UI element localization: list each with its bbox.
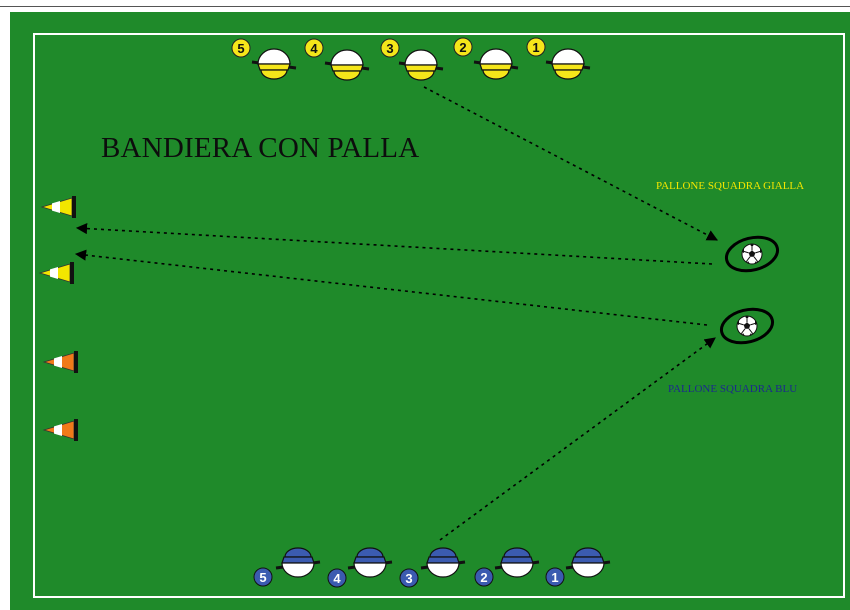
cone-yellow-1: [40, 196, 76, 218]
pitch: [10, 12, 850, 610]
blue-number-badge: 2: [474, 567, 494, 587]
svg-text:1: 1: [532, 40, 539, 55]
cone-orange-2: [42, 419, 78, 441]
blue-ball-label: PALLONE SQUADRA BLU: [668, 383, 798, 395]
yellow-player-2: [473, 48, 519, 80]
pitch-boundary: [33, 33, 845, 598]
yellow-number-badge: 1: [526, 37, 546, 57]
arrow-blue-ball-to-cone: [74, 249, 708, 326]
svg-text:5: 5: [259, 570, 266, 585]
blue-number-badge: 1: [545, 567, 565, 587]
yellow-ball-label: PALLONE SQUADRA GIALLA: [656, 180, 805, 192]
arrow-blue-player-to-ball: [439, 337, 716, 541]
ball-yellow-team: [724, 235, 780, 273]
yellow-number-badge: 5: [231, 38, 251, 58]
blue-player-3: [420, 547, 466, 578]
yellow-number-badge: 3: [380, 38, 400, 58]
svg-text:3: 3: [386, 41, 393, 56]
svg-text:2: 2: [459, 40, 466, 55]
svg-text:4: 4: [310, 41, 318, 56]
yellow-player-5: [251, 48, 297, 80]
blue-player-1: [565, 547, 611, 578]
blue-number-badge: 4: [327, 568, 347, 588]
arrow-yellow-ball-to-cone: [75, 222, 713, 265]
yellow-player-4: [324, 49, 370, 81]
yellow-player-1: [545, 48, 591, 80]
cone-orange-1: [42, 351, 78, 373]
yellow-number-badge: 4: [304, 38, 324, 58]
blue-player-5: [275, 547, 321, 578]
blue-number-badge: 3: [399, 568, 419, 588]
svg-text:4: 4: [333, 571, 341, 586]
yellow-number-badge: 2: [453, 37, 473, 57]
drill-title: BANDIERA CON PALLA: [101, 132, 420, 164]
yellow-player-3: [398, 49, 444, 81]
svg-text:2: 2: [480, 570, 487, 585]
svg-text:5: 5: [237, 41, 244, 56]
top-border-line: [0, 6, 850, 7]
ball-blue-team: [719, 307, 775, 345]
cone-yellow-2: [38, 262, 74, 284]
svg-text:1: 1: [551, 570, 558, 585]
arrow-yellow-player-to-ball: [423, 86, 718, 241]
blue-player-2: [494, 547, 540, 578]
svg-text:3: 3: [405, 571, 412, 586]
blue-player-4: [347, 547, 393, 578]
blue-number-badge: 5: [253, 567, 273, 587]
